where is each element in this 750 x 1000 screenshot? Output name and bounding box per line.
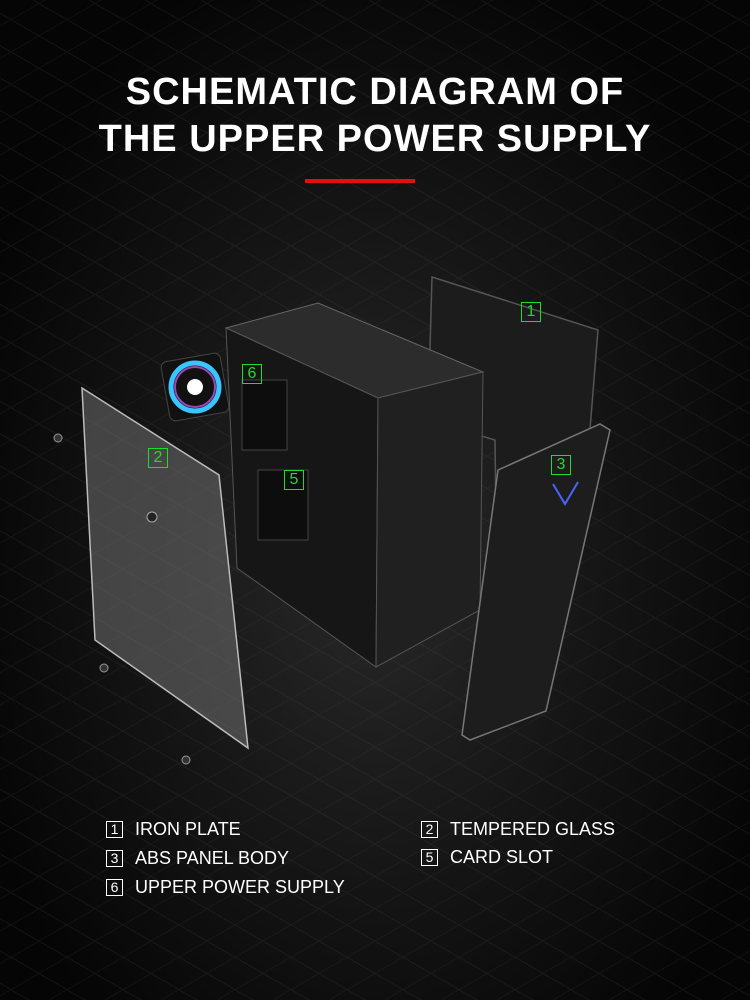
legend-label: TEMPERED GLASS xyxy=(450,819,616,839)
legend-item: 3 ABS PANEL BODY xyxy=(106,848,289,869)
legend-label: ABS PANEL BODY xyxy=(135,848,290,868)
screw xyxy=(53,433,63,443)
legend-number: 2 xyxy=(421,821,438,838)
case-front xyxy=(375,371,484,668)
screw xyxy=(99,663,109,673)
title-underline xyxy=(305,179,415,183)
legend-number: 1 xyxy=(106,821,123,838)
legend-item: 2 TEMPERED GLASS xyxy=(421,819,615,840)
legend-number: 5 xyxy=(421,849,438,866)
screw xyxy=(181,755,191,765)
legend-item: 6 UPPER POWER SUPPLY xyxy=(106,877,345,898)
callout-5: 5 xyxy=(284,470,304,490)
title-line-2: THE UPPER POWER SUPPLY xyxy=(98,118,652,160)
tempered-glass xyxy=(81,386,249,750)
callout-1: 1 xyxy=(521,302,541,322)
legend-item: 1 IRON PLATE xyxy=(106,819,241,840)
legend-label: UPPER POWER SUPPLY xyxy=(135,877,345,897)
callout-2: 2 xyxy=(148,448,168,468)
legend-number: 6 xyxy=(106,879,123,896)
title-line-1: SCHEMATIC DIAGRAM OF xyxy=(125,71,625,113)
legend-label: CARD SLOT xyxy=(450,847,554,867)
abs-front-panel xyxy=(461,423,611,741)
legend-label: IRON PLATE xyxy=(135,819,241,839)
legend-item: 5 CARD SLOT xyxy=(421,847,553,868)
callout-3: 3 xyxy=(551,455,571,475)
callout-6: 6 xyxy=(242,364,262,384)
legend-number: 3 xyxy=(106,850,123,867)
